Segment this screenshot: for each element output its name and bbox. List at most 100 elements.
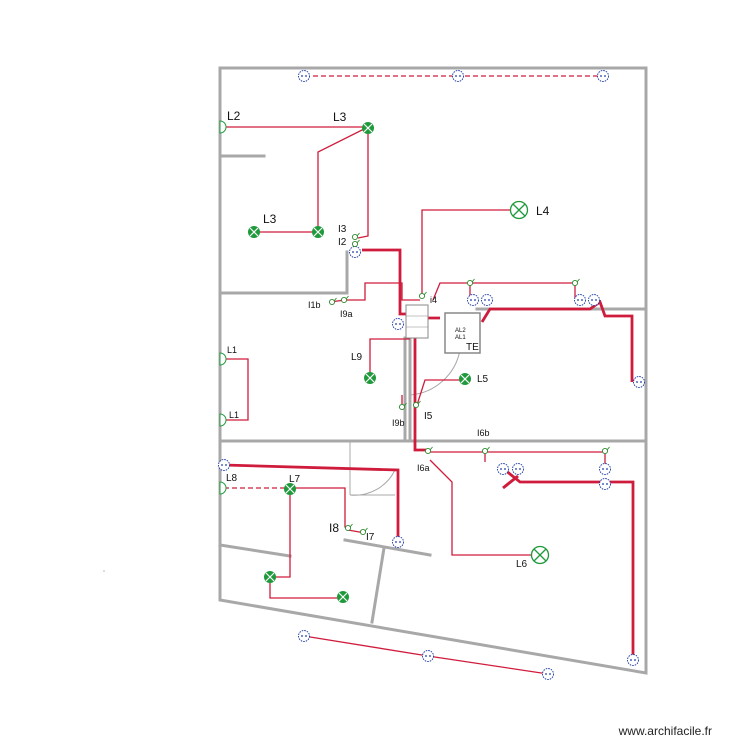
wire-L8-thick bbox=[223, 463, 400, 540]
lamp-L6[interactable] bbox=[530, 545, 550, 565]
label-I9b: I9b bbox=[392, 418, 405, 428]
outer-wall bbox=[218, 66, 648, 675]
socket-top-left[interactable] bbox=[298, 70, 310, 82]
wire-L5 bbox=[416, 379, 465, 406]
wire-L3-switch bbox=[357, 127, 369, 239]
socket-room2-a[interactable] bbox=[467, 294, 479, 306]
wall-bottom-stub bbox=[343, 538, 432, 557]
label-I3: I3 bbox=[338, 224, 347, 235]
wire-room3-right bbox=[504, 468, 635, 660]
socket-room1-right[interactable] bbox=[349, 246, 361, 258]
label-L3-top: L3 bbox=[333, 110, 347, 124]
switch-I3[interactable] bbox=[351, 232, 360, 241]
stray-mark bbox=[103, 570, 105, 572]
socket-junction[interactable] bbox=[392, 318, 404, 330]
lamp-L3-mid[interactable] bbox=[311, 225, 325, 239]
label-L2: L2 bbox=[227, 109, 241, 123]
socket-room2-d[interactable] bbox=[588, 294, 600, 306]
label-I5: I5 bbox=[424, 411, 433, 422]
wire-supply-down bbox=[413, 338, 428, 452]
wall-lamp-L2[interactable] bbox=[219, 120, 227, 134]
socket-top-mid[interactable] bbox=[452, 70, 464, 82]
wire-L1 bbox=[224, 358, 249, 421]
label-L8: L8 bbox=[226, 473, 238, 484]
socket-bottom-right[interactable] bbox=[627, 654, 639, 666]
sockets bbox=[218, 70, 645, 680]
junction-box[interactable] bbox=[405, 304, 429, 339]
lamp-L9[interactable] bbox=[363, 371, 377, 385]
wall-lamps bbox=[219, 120, 227, 495]
switch-room2-b[interactable] bbox=[571, 278, 580, 287]
lamp-L3-left[interactable] bbox=[247, 225, 261, 239]
wire-I9a bbox=[345, 282, 420, 301]
socket-ext-3[interactable] bbox=[542, 668, 554, 680]
socket-room2-c[interactable] bbox=[574, 294, 586, 306]
wall-room1-bottom bbox=[218, 250, 349, 295]
lamp-L3-top[interactable] bbox=[361, 121, 375, 135]
wire-L9 bbox=[369, 338, 410, 378]
switch-hall-right[interactable] bbox=[601, 446, 610, 455]
socket-ext-1[interactable] bbox=[298, 630, 310, 642]
wall-bottom-mid bbox=[370, 546, 386, 624]
panel-te-label: TE bbox=[466, 342, 479, 353]
switch-room2-a[interactable] bbox=[466, 278, 475, 287]
label-I2: I2 bbox=[338, 237, 347, 248]
lamp-bottom-left[interactable] bbox=[263, 570, 277, 584]
label-I6a: I6a bbox=[417, 463, 430, 473]
panel-al1-label: AL1 bbox=[455, 335, 466, 341]
label-L6: L6 bbox=[516, 559, 528, 570]
wire-bottom-lamp bbox=[269, 577, 343, 599]
walls bbox=[218, 66, 648, 675]
socket-ext-2[interactable] bbox=[422, 650, 434, 662]
socket-right-wall[interactable] bbox=[633, 376, 645, 388]
panel-al2-label: AL2 bbox=[455, 328, 466, 334]
wall-lamp-L1-top[interactable] bbox=[219, 352, 227, 366]
wall-lamp-L8[interactable] bbox=[219, 481, 227, 495]
label-I4: i4 bbox=[430, 295, 437, 305]
label-L7: L7 bbox=[289, 474, 301, 485]
wire-L3-loop bbox=[317, 126, 369, 232]
wire-L7-down bbox=[270, 488, 291, 578]
label-L9: L9 bbox=[351, 352, 363, 363]
wall-bottom-left bbox=[218, 543, 292, 558]
label-L4: L4 bbox=[536, 204, 550, 218]
wire-room2-top bbox=[432, 282, 575, 301]
socket-hall-d[interactable] bbox=[599, 478, 611, 490]
electrical-panel[interactable]: AL2 AL1 TE bbox=[405, 304, 481, 354]
switch-I4[interactable] bbox=[418, 291, 427, 300]
switch-I9a[interactable] bbox=[340, 295, 349, 304]
socket-L8-thick[interactable] bbox=[218, 459, 230, 471]
socket-room2-b[interactable] bbox=[481, 294, 493, 306]
wire-L7 bbox=[290, 487, 350, 528]
socket-hall-b[interactable] bbox=[512, 463, 524, 475]
label-L1-bottom: L1 bbox=[229, 410, 239, 420]
wiring bbox=[223, 75, 635, 675]
wire-supply-1 bbox=[362, 248, 418, 316]
lamp-L4[interactable] bbox=[509, 200, 529, 220]
wall-lamp-L1-bottom[interactable] bbox=[219, 413, 227, 427]
label-L5: L5 bbox=[477, 374, 489, 385]
wire-supply-right bbox=[480, 299, 634, 382]
lamp-bottom-mid[interactable] bbox=[336, 590, 350, 604]
label-I7: I7 bbox=[366, 532, 375, 543]
label-L3-left: L3 bbox=[263, 212, 277, 226]
socket-bottom-door[interactable] bbox=[392, 536, 404, 548]
socket-hall-c[interactable] bbox=[599, 463, 611, 475]
label-L1-top: L1 bbox=[227, 345, 237, 355]
switch-I8[interactable] bbox=[344, 523, 353, 532]
socket-top-right[interactable] bbox=[597, 70, 609, 82]
lamp-L5[interactable] bbox=[458, 372, 472, 386]
switch-I2[interactable] bbox=[351, 239, 360, 248]
label-I9a: I9a bbox=[340, 309, 353, 319]
wire-cut-mark bbox=[502, 474, 519, 490]
label-I8: I8 bbox=[329, 521, 339, 535]
wire-L4 bbox=[421, 209, 518, 295]
panel-te-box bbox=[444, 312, 481, 354]
socket-hall-a[interactable] bbox=[497, 463, 509, 475]
labels: L2 L3 L3 L4 I3 I2 I1b I9a i4 L1 L1 L9 L5… bbox=[226, 109, 550, 570]
label-I1b: I1b bbox=[308, 300, 321, 310]
wire-L6 bbox=[429, 459, 540, 556]
watermark: www.archifacile.fr bbox=[618, 724, 712, 738]
label-I6b: I6b bbox=[477, 428, 490, 438]
